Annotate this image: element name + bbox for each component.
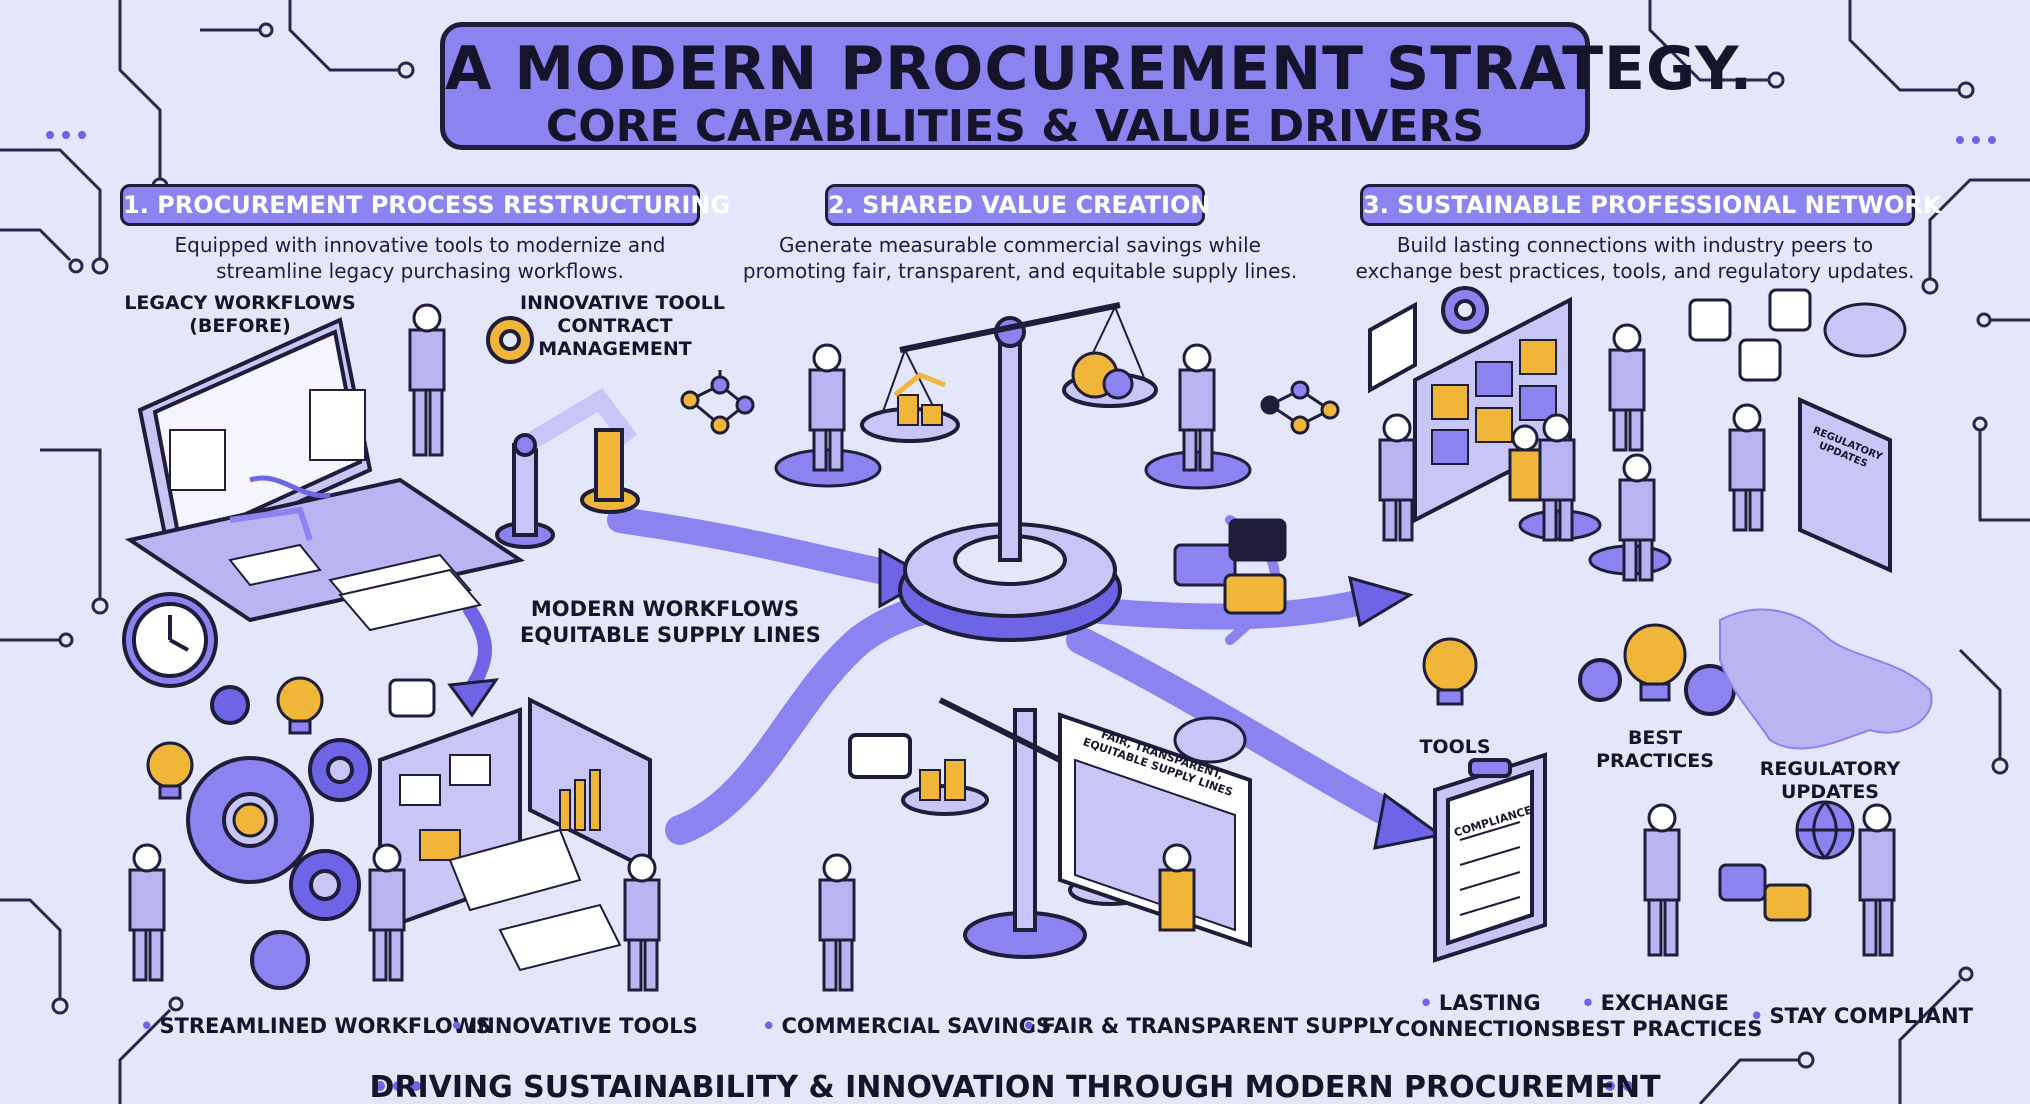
globe-icon bbox=[1795, 800, 1855, 860]
bullet-text: INNOVATIVE TOOLS bbox=[469, 1014, 698, 1038]
video-wall bbox=[1368, 288, 1907, 574]
innovative-label-line1: INNOVATIVE TOOLL bbox=[520, 292, 725, 314]
section-2-desc-line1: Generate measurable commercial savings w… bbox=[779, 233, 1261, 257]
lightbulbs bbox=[146, 623, 1687, 838]
bullet-text-line1: LASTING bbox=[1438, 991, 1541, 1015]
footer-tagline: DRIVING SUSTAINABILITY & INNOVATION THRO… bbox=[369, 1070, 1661, 1104]
regulatory-updates-label: REGULATORY UPDATES bbox=[1755, 758, 1905, 804]
arrow-heads bbox=[447, 547, 1444, 850]
compliance-clipboard bbox=[1433, 752, 1547, 963]
page-title: A MODERN PROCUREMENT STRATEGY. bbox=[445, 34, 1754, 104]
modern-workflows-label: MODERN WORKFLOWS EQUITABLE SUPPLY LINES bbox=[520, 596, 821, 648]
paper-stack bbox=[228, 543, 482, 632]
bullet-stay-compliant: •STAY COMPLIANT bbox=[1750, 1004, 1973, 1028]
bullet-text: STREAMLINED WORKFLOWS bbox=[159, 1014, 491, 1038]
central-balance bbox=[860, 302, 1158, 642]
network-nodes bbox=[680, 370, 1340, 435]
bullet-commercial-savings: •COMMERCIAL SAVINGS bbox=[762, 1014, 1052, 1038]
best-label-line1: BEST bbox=[1627, 727, 1683, 749]
puzzle-pieces bbox=[1173, 518, 1812, 922]
bullet-text-line2: BEST PRACTICES bbox=[1565, 1017, 1763, 1041]
clock-icon bbox=[122, 592, 218, 688]
page-subtitle: CORE CAPABILITIES & VALUE DRIVERS bbox=[545, 101, 1485, 152]
dashboard-tablets bbox=[378, 678, 652, 972]
innovative-tool-label: INNOVATIVE TOOLL CONTRACT MANAGEMENT bbox=[520, 292, 725, 361]
section-2-description: Generate measurable commercial savings w… bbox=[740, 232, 1300, 284]
section-2-heading: 2. SHARED VALUE CREATION bbox=[825, 184, 1210, 226]
bullet-text: COMMERCIAL SAVINGS bbox=[781, 1014, 1052, 1038]
tools-label: TOOLS bbox=[1419, 736, 1491, 758]
bullet-text: FAIR & TRANSPARENT SUPPLY bbox=[1041, 1014, 1394, 1038]
world-map bbox=[1719, 608, 1933, 750]
bullet-innovative-tools: •INNOVATIVE TOOLS bbox=[450, 1014, 698, 1038]
legacy-label-line1: LEGACY WORKFLOWS bbox=[124, 292, 356, 314]
regulatory-label-line2: UPDATES bbox=[1781, 781, 1879, 803]
section-1-desc-line2: streamline legacy purchasing workflows. bbox=[216, 259, 624, 283]
bullet-text-line2: CONNECTIONS bbox=[1395, 1017, 1566, 1041]
innovative-label-line2: CONTRACT bbox=[557, 315, 673, 337]
legacy-monitor bbox=[124, 317, 526, 623]
bullet-streamlined-workflows: •STREAMLINED WORKFLOWS bbox=[140, 1014, 491, 1038]
bullet-lasting-connections: •LASTING CONNECTIONS bbox=[1395, 991, 1566, 1041]
section-3-desc-line2: exchange best practices, tools, and regu… bbox=[1355, 259, 1915, 283]
legacy-workflows-label: LEGACY WORKFLOWS (BEFORE) bbox=[120, 292, 360, 338]
section-3-description: Build lasting connections with industry … bbox=[1355, 232, 1915, 284]
legacy-label-line2: (BEFORE) bbox=[189, 315, 291, 337]
section-3-heading: 3. SUSTAINABLE PROFESSIONAL NETWORK bbox=[1360, 184, 1941, 226]
lower-balance bbox=[848, 697, 1252, 959]
section-2-desc-line2: promoting fair, transparent, and equitab… bbox=[742, 259, 1298, 283]
gears bbox=[186, 286, 1736, 990]
section-1-heading: 1. PROCUREMENT PROCESS RESTRUCTURING bbox=[120, 184, 730, 226]
people-figures bbox=[128, 303, 1896, 992]
bullet-text: STAY COMPLIANT bbox=[1769, 1004, 1973, 1028]
section-1-desc-line1: Equipped with innovative tools to modern… bbox=[174, 233, 666, 257]
regulatory-label-line1: REGULATORY bbox=[1759, 758, 1901, 780]
best-label-line2: PRACTICES bbox=[1596, 750, 1714, 772]
innovative-label-line3: MANAGEMENT bbox=[538, 338, 692, 360]
bullet-exchange-best-practices: •EXCHANGE BEST PRACTICES bbox=[1565, 991, 1763, 1041]
section-3-desc-line1: Build lasting connections with industry … bbox=[1396, 233, 1874, 257]
modern-label-line2: EQUITABLE SUPPLY LINES bbox=[520, 623, 821, 647]
best-practices-label: BEST PRACTICES bbox=[1590, 727, 1720, 773]
decor-dots bbox=[46, 131, 1996, 1091]
title-banner: A MODERN PROCUREMENT STRATEGY. CORE CAPA… bbox=[440, 22, 1754, 152]
robot-arm bbox=[495, 388, 640, 549]
section-1-description: Equipped with innovative tools to modern… bbox=[140, 232, 700, 284]
bullet-fair-transparent-supply: •FAIR & TRANSPARENT SUPPLY bbox=[1022, 1014, 1394, 1038]
bullet-text-line1: EXCHANGE bbox=[1600, 991, 1729, 1015]
modern-label-line1: MODERN WORKFLOWS bbox=[530, 597, 800, 621]
